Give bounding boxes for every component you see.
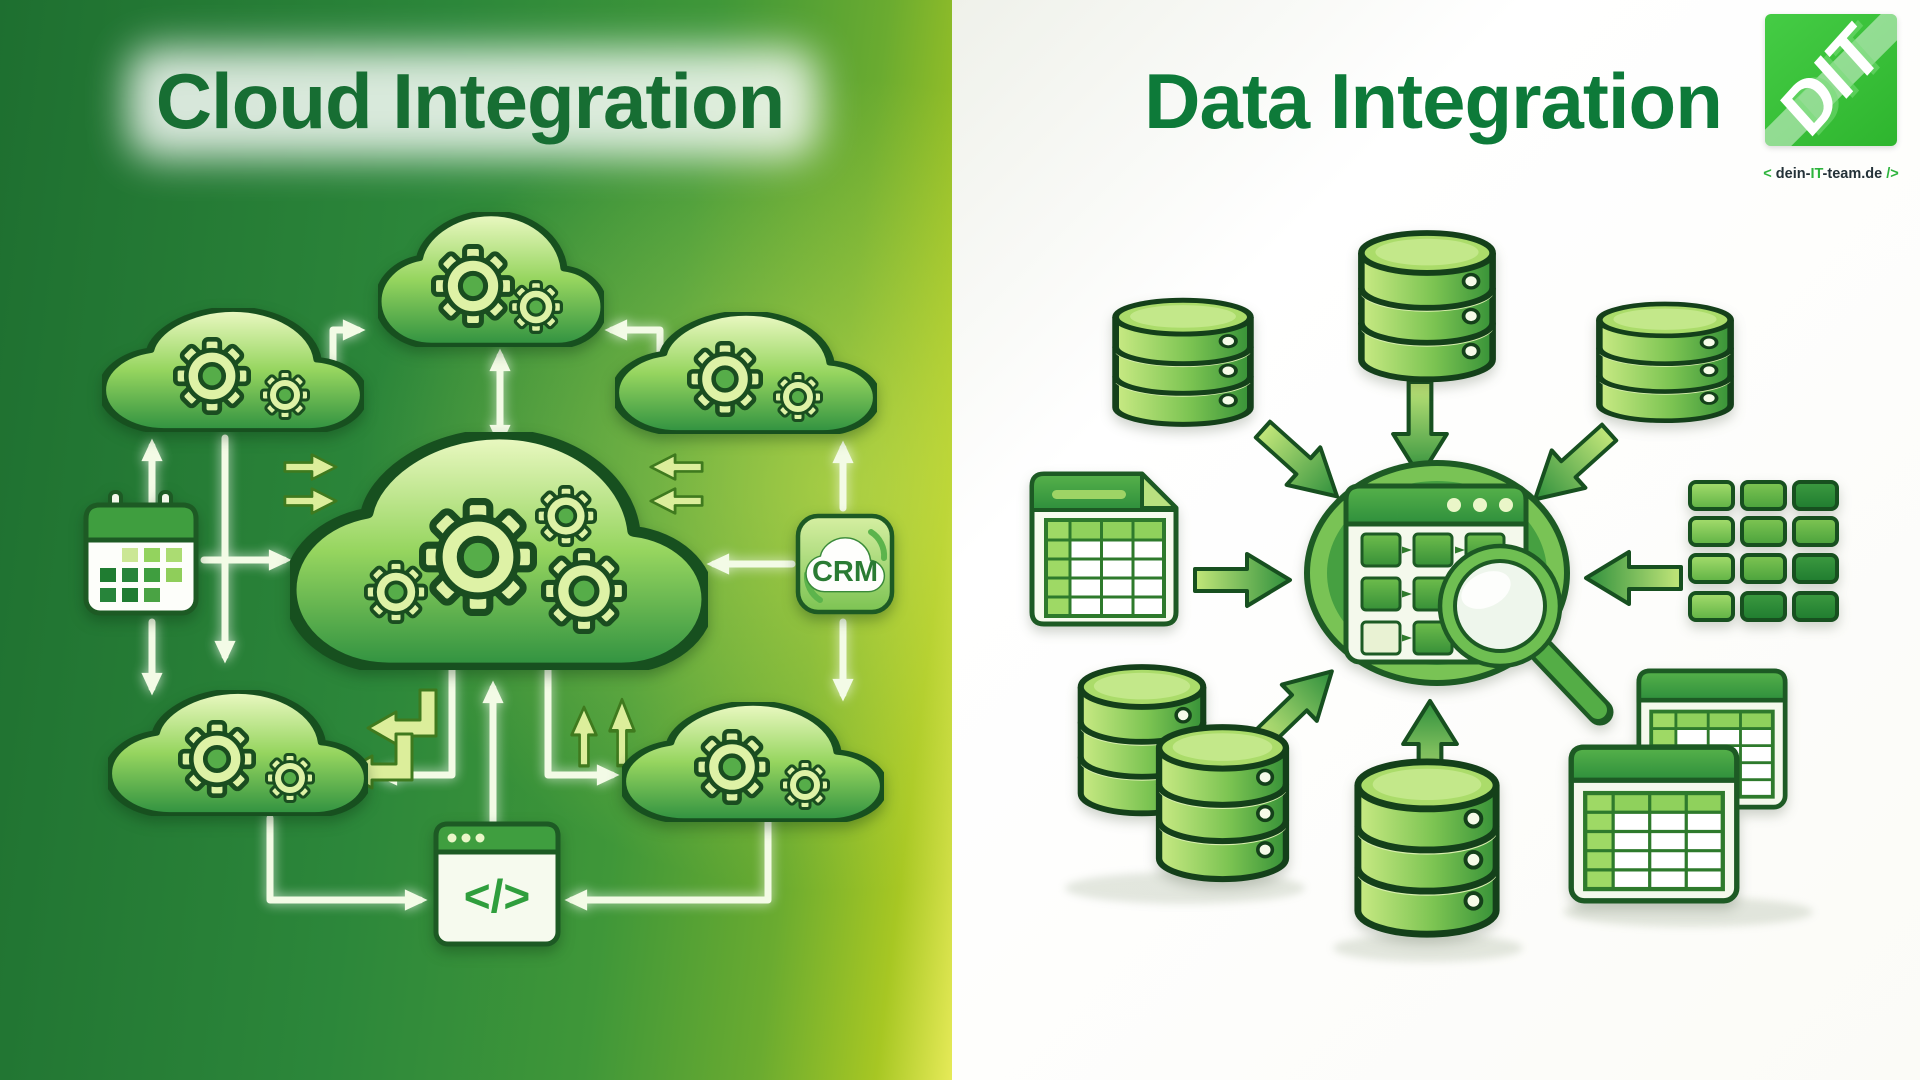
database-top-left-icon — [1116, 300, 1251, 424]
chevron-right-icon — [283, 487, 338, 515]
gear-icon — [364, 560, 428, 624]
left-panel-title: Cloud Integration — [155, 57, 786, 145]
caption-text-it: IT — [1810, 166, 1823, 182]
code-label: </> — [464, 870, 531, 922]
grid-tiles-icon — [1688, 480, 1839, 622]
caption-close-bracket: /> — [1886, 166, 1899, 182]
data-hub-window-icon — [1304, 460, 1614, 726]
table-window-icon — [1571, 747, 1737, 901]
flow-arrow-icon — [1193, 552, 1292, 608]
left-title-glow — [128, 48, 818, 158]
arrow-up-icon — [607, 697, 637, 768]
caption-text-1: dein- — [1775, 166, 1811, 182]
gear-icon — [780, 760, 830, 810]
database-top-center-icon — [1361, 233, 1492, 379]
gear-icon — [260, 370, 310, 420]
gear-icon — [265, 753, 315, 803]
arrow-up-icon — [570, 705, 598, 768]
crm-cloud-icon: CRM — [795, 513, 895, 615]
cloud-connector-arrows — [141, 319, 854, 911]
cloud-bottom-right-icon — [622, 703, 884, 821]
logo-caption: < dein-IT-team.de /> — [1732, 166, 1920, 182]
flow-arrow-icon — [1584, 550, 1683, 606]
cloud-center-icon — [290, 434, 708, 668]
magnifier-icon — [1437, 543, 1614, 726]
gear-icon — [509, 280, 563, 334]
spreadsheet-icon — [1029, 471, 1179, 627]
database-pair-icon — [1081, 667, 1286, 879]
gear-icon — [773, 372, 823, 422]
right-panel-title: Data Integration — [1144, 57, 1723, 145]
code-window-icon: </> — [433, 821, 561, 947]
cloud-top-icon — [378, 213, 604, 346]
crm-label: CRM — [812, 556, 878, 588]
cloud-left-icon — [102, 309, 364, 431]
caption-open-bracket: < — [1763, 166, 1772, 182]
chevron-right-icon — [283, 453, 338, 481]
logo-monogram: DIT — [1767, 14, 1895, 146]
database-top-right-icon — [1599, 304, 1730, 421]
gear-icon — [689, 343, 760, 414]
chevron-left-icon — [649, 453, 704, 481]
gear-icon — [180, 722, 253, 795]
gear-icon — [544, 551, 625, 632]
caption-text-2: -team.de — [1822, 166, 1883, 182]
gear-icon — [423, 502, 534, 613]
gear-icon — [696, 731, 767, 802]
gear-icon — [535, 485, 597, 547]
database-bottom-center-icon — [1358, 762, 1496, 934]
gear-icon — [434, 247, 513, 326]
dein-it-team-logo: DIT — [1765, 14, 1897, 146]
calendar-icon — [83, 490, 199, 616]
gear-icon — [175, 339, 248, 412]
chevron-left-icon — [649, 487, 704, 515]
cloud-bottom-left-icon — [108, 691, 368, 815]
